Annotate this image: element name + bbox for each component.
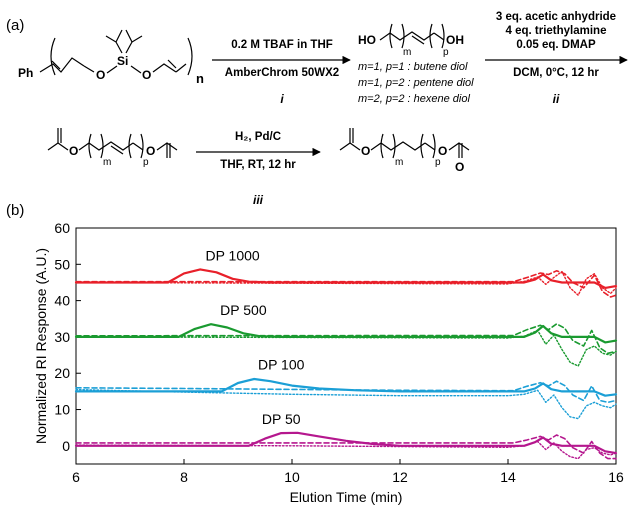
oxygen-left: O (96, 68, 105, 82)
diol-ho: HO (358, 33, 376, 47)
ester-o-1: O (69, 144, 78, 158)
dp-annotation: DP 100 (258, 357, 305, 373)
diol-note-pentene: m=1, p=2 : pentene diol (358, 77, 474, 89)
x-tick-label: 12 (392, 469, 408, 485)
step-ii-conditions: DCM, 0°C, 12 hr (513, 67, 599, 79)
chart-traces (74, 268, 618, 460)
x-tick-label: 10 (284, 469, 300, 485)
dp-annotation: DP 50 (262, 411, 301, 427)
diacetate-p-index: p (143, 157, 149, 168)
diol-structure: HO m p OH m=1, p=1 : butene diol m=1, p=… (358, 23, 474, 105)
trace-1-dotted (75, 329, 617, 367)
step-iii-label: iii (253, 193, 264, 207)
ester-o-2: O (146, 144, 155, 158)
step-iii-conditions: THF, RT, 12 hr (220, 159, 296, 171)
trace-1-dashed (75, 323, 617, 355)
saturated-diacetate: O m p O O (339, 128, 470, 174)
diol-p-index: p (443, 47, 449, 58)
trace-2-solid (74, 377, 618, 397)
step-ii-reagent-3: 0.05 eq. DMAP (516, 39, 596, 51)
trace-0-dashed (75, 270, 617, 298)
plot-frame (75, 227, 617, 465)
x-tick-label: 6 (72, 469, 80, 485)
trace-3-dashed (75, 434, 617, 460)
y-tick-label: 10 (54, 402, 70, 418)
carbonyl-o: O (455, 160, 464, 174)
x-axis-label: Elution Time (min) (290, 489, 403, 505)
y-tick-label: 50 (54, 256, 70, 272)
silicon-atom: Si (117, 54, 128, 68)
chart-annotations: DP 1000 DP 500 DP 100 DP 50 (205, 248, 304, 427)
step-i-reagent: 0.2 M TBAF in THF (231, 39, 333, 51)
y-axis-label: Normalized RI Response (A.U.) (33, 248, 49, 444)
reaction-scheme: (a) Ph O Si O n 0.2 M TBAF in THF AmberC… (6, 11, 628, 219)
y-tick-label: 30 (54, 329, 70, 345)
y-tick-label: 40 (54, 293, 70, 309)
polymer-structure: Ph O Si O n (18, 29, 204, 86)
panel-b-label: (b) (6, 202, 24, 219)
trace-2-dotted (75, 388, 617, 420)
ester-o-3: O (361, 144, 370, 158)
axis-ticks: 6 8 10 12 14 16 0 10 20 30 40 50 60 (54, 220, 624, 485)
step-ii-label: ii (553, 92, 560, 106)
saturated-m-index: m (395, 157, 403, 168)
trace-3-dotted (75, 440, 617, 460)
ester-o-4: O (438, 144, 447, 158)
phenyl-end-group: Ph (18, 66, 33, 80)
diol-note-butene: m=1, p=1 : butene diol (358, 61, 468, 73)
x-tick-label: 14 (500, 469, 516, 485)
diol-note-hexene: m=2, p=2 : hexene diol (358, 93, 470, 105)
unsaturated-diacetate: O m p O (47, 128, 178, 168)
dp-annotation: DP 1000 (205, 248, 259, 264)
diacetate-m-index: m (103, 157, 111, 168)
diol-m-index: m (403, 47, 411, 58)
step-ii-reagent-1: 3 eq. acetic anhydride (496, 11, 616, 23)
dp-annotation: DP 500 (220, 302, 267, 318)
y-tick-label: 0 (62, 438, 70, 454)
step-i-label: i (280, 92, 284, 106)
x-tick-label: 16 (608, 469, 624, 485)
y-tick-label: 20 (54, 365, 70, 381)
step-i-resin: AmberChrom 50WX2 (225, 67, 339, 79)
saturated-p-index: p (435, 157, 441, 168)
repeat-unit-n: n (196, 71, 204, 86)
y-tick-label: 60 (54, 220, 70, 236)
diol-oh: OH (446, 33, 464, 47)
step-ii-reagent-2: 4 eq. triethylamine (506, 25, 607, 37)
x-tick-label: 8 (180, 469, 188, 485)
oxygen-right: O (142, 68, 151, 82)
step-iii-reagent: H₂, Pd/C (235, 131, 281, 143)
panel-a-label: (a) (6, 17, 24, 34)
trace-0-solid (74, 268, 618, 289)
trace-1-solid (74, 323, 618, 344)
trace-3-solid (74, 431, 618, 455)
